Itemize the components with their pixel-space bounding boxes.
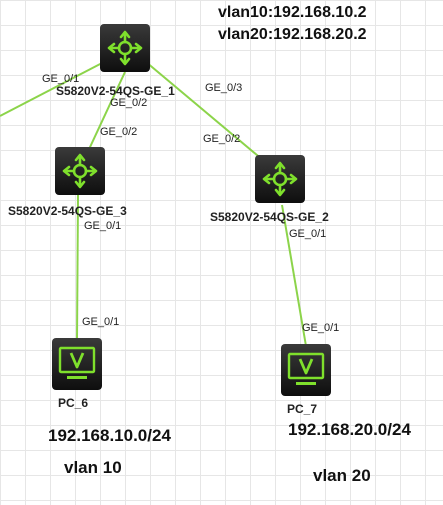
- pc-pc6[interactable]: [50, 336, 104, 392]
- subnet-left: 192.168.10.0/24: [48, 426, 171, 445]
- port-label-pc7: GE_0/1: [302, 322, 339, 334]
- device-name-sw1: S5820V2-54QS-GE_1: [56, 84, 175, 98]
- pc-pc7[interactable]: [279, 342, 333, 398]
- port-label-sw3-up: GE_0/2: [100, 126, 137, 138]
- pc-icon: [50, 336, 104, 392]
- switch-icon: [98, 22, 152, 74]
- port-label-sw3-down: GE_0/1: [84, 220, 121, 232]
- vlan-right: vlan 20: [313, 466, 371, 485]
- device-name-sw3: S5820V2-54QS-GE_3: [8, 204, 127, 218]
- link-sw3-pc6: [76, 194, 79, 341]
- device-name-sw2: S5820V2-54QS-GE_2: [210, 210, 329, 224]
- switch-sw2[interactable]: [253, 153, 307, 205]
- pc-icon: [279, 342, 333, 398]
- switch-icon: [253, 153, 307, 205]
- port-label-sw1-down: GE_0/2: [110, 97, 147, 109]
- port-label-pc6: GE_0/1: [82, 316, 119, 328]
- switch-sw1[interactable]: [98, 22, 152, 74]
- link-sw1-sw3: [83, 71, 126, 161]
- link-sw1-sw2: [145, 61, 271, 167]
- device-name-pc6: PC_6: [58, 396, 88, 410]
- link-sw1-offscreen: [0, 61, 105, 117]
- vlan-map-line2: vlan20:192.168.20.2: [218, 26, 367, 43]
- vlan-left: vlan 10: [64, 458, 122, 477]
- vlan-map-line1: vlan10:192.168.10.2: [218, 4, 367, 21]
- switch-sw3[interactable]: [53, 145, 107, 197]
- port-label-sw2-down: GE_0/1: [289, 228, 326, 240]
- port-label-sw2-up: GE_0/2: [203, 133, 240, 145]
- device-name-pc7: PC_7: [287, 402, 317, 416]
- port-label-sw1-right: GE_0/3: [205, 82, 242, 94]
- subnet-right: 192.168.20.0/24: [288, 420, 411, 439]
- port-label-sw1-left: GE_0/1: [42, 73, 79, 85]
- switch-icon: [53, 145, 107, 197]
- vlan-map: vlan10:192.168.10.2 vlan20:192.168.20.2: [218, 2, 367, 46]
- link-sw2-pc7: [281, 204, 307, 347]
